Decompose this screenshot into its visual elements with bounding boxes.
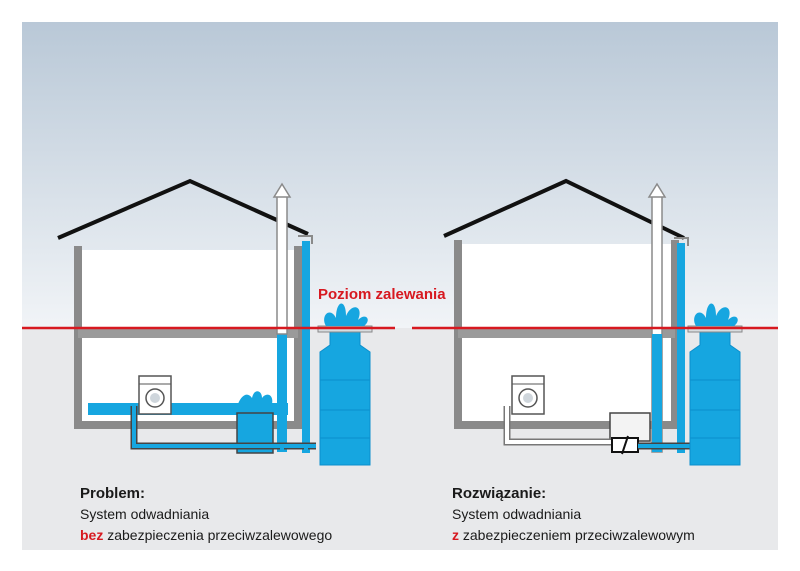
backflow-valve-icon [611,435,639,455]
vent-pipe [276,195,288,335]
caption-problem-highlight: bez [80,527,104,543]
caption-solution-title: Rozwiązanie: [452,485,547,502]
caption-problem-title: Problem: [80,485,146,502]
rain [27,30,772,325]
washing-machine-icon [138,375,172,415]
caption-solution: Rozwiązanie: System odwadniania z zabezp… [452,483,695,546]
caption-problem-line1: System odwadniania [80,506,210,522]
caption-solution-rest: zabezpieczeniem przeciwzalewowym [459,527,695,543]
interior-riser [277,334,287,452]
house-solution-floor [458,329,675,338]
house-problem-roof [57,178,309,240]
house-solution-roof [443,178,685,240]
basement-flood-water [88,403,288,415]
flood-level-label: Poziom zalewania [318,286,446,303]
house-problem-floor [78,329,298,338]
caption-problem: Problem: System odwadniania bez zabezpie… [80,483,332,546]
caption-problem-rest: zabezpieczenia przeciwzalewowego [103,527,333,543]
downpipe-right [677,243,685,453]
caption-solution-highlight: z [452,527,459,543]
caption-solution-line2: z zabezpieczeniem przeciwzalewowym [452,525,695,546]
house-problem [57,178,373,466]
sump-box-dry [609,412,651,442]
downpipe [302,241,310,453]
manhole-overflow [317,303,373,466]
caption-solution-line1: System odwadniania [452,506,582,522]
caption-problem-line2: bez zabezpieczenia przeciwzalewowego [80,525,332,546]
house-solution [443,178,743,466]
flood-splash [238,391,273,404]
washing-machine-icon-right [511,375,545,415]
